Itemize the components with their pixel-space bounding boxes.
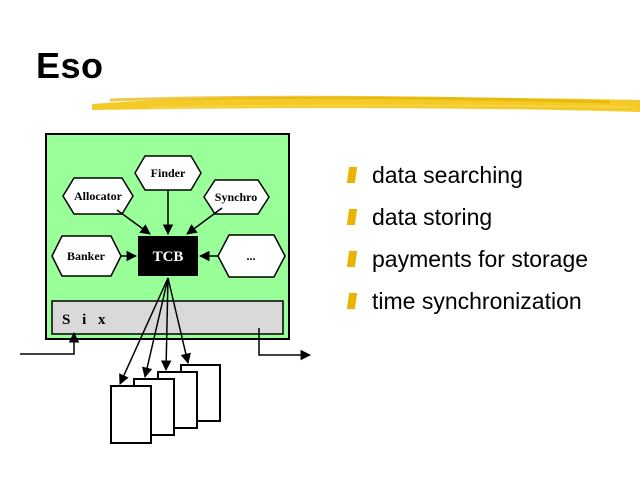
- title-underline-swoosh: [92, 95, 640, 112]
- allocator-to-tcb-arrow: [116, 209, 151, 235]
- tcb-to-doc-arrow-3: [160, 277, 172, 372]
- tcb-to-doc-arrow-4: [167, 277, 191, 365]
- more-label: ...: [247, 249, 256, 263]
- synchro-to-tcb-arrow: [186, 207, 223, 235]
- synchro-label: Synchro: [215, 190, 257, 204]
- input-line: [20, 331, 80, 355]
- bullet-bar-icon: [346, 293, 358, 309]
- output-line: [258, 328, 312, 361]
- bullet-item: time synchronization: [346, 286, 588, 328]
- banker-label: Banker: [67, 249, 106, 263]
- synchro-node: Synchro: [203, 179, 270, 215]
- more-node: ...: [217, 234, 286, 278]
- six-label: S i x: [62, 312, 110, 328]
- bullet-text: data searching: [372, 162, 523, 188]
- finder-node: Finder: [134, 155, 202, 191]
- allocator-label: Allocator: [74, 189, 123, 203]
- bullet-bar-icon: [346, 209, 358, 225]
- bullet-item: payments for storage: [346, 244, 589, 286]
- banker-node: Banker: [51, 235, 122, 277]
- tcb-label: TCB: [153, 249, 184, 265]
- allocator-node: Allocator: [62, 177, 134, 215]
- document-1: [110, 385, 152, 444]
- bullet-list: data searching data storing payments for…: [346, 160, 589, 328]
- tcb-node: [138, 236, 198, 276]
- bullet-text: data storing: [372, 204, 493, 230]
- bullet-text: time synchronization: [372, 288, 582, 314]
- document-stack: [110, 364, 221, 444]
- bullet-bar-icon: [346, 251, 358, 267]
- tcb-to-doc-arrow-1: [119, 277, 169, 385]
- bullet-text: payments for storage: [372, 246, 589, 272]
- bullet-bar-icon: [346, 167, 358, 183]
- tcb-to-doc-arrow-2: [142, 277, 169, 379]
- bullet-item: data searching: [346, 160, 588, 202]
- bullet-item: data storing: [346, 202, 588, 244]
- slide-title: Eso: [36, 45, 104, 86]
- finder-label: Finder: [151, 166, 186, 180]
